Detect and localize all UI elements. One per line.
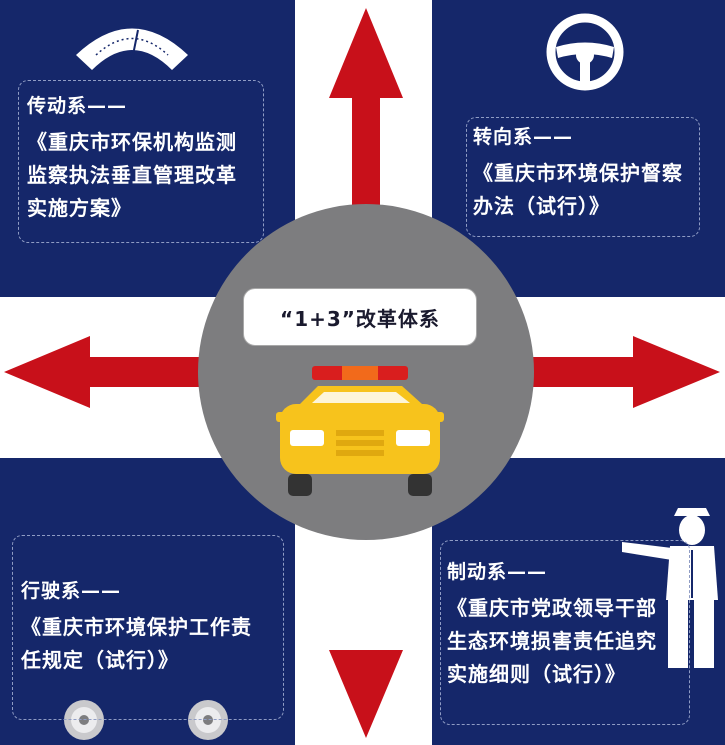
panel-line: 生态环境损害责任追究: [447, 629, 657, 653]
panel-line: 《重庆市党政领导干部: [447, 596, 657, 620]
panel-body: 《重庆市党政领导干部 生态环境损害责任追究 实施细则（试行）》: [447, 592, 689, 691]
panel-heading: 传动系——: [27, 95, 128, 117]
panel-body: 《重庆市环保机构监测 监察执法垂直管理改革 实施方案》: [27, 126, 263, 225]
panel-body: 《重庆市环境保护工作责 任规定（试行）》: [21, 611, 283, 677]
panel-line: 实施细则（试行）》: [447, 662, 626, 686]
panel-running: 行驶系—— 《重庆市环境保护工作责 任规定（试行）》: [12, 535, 284, 720]
panel-heading: 转向系——: [473, 126, 574, 148]
gauge-icon: [76, 28, 188, 70]
steering-wheel-icon: [546, 13, 624, 91]
panel-braking: 制动系—— 《重庆市党政领导干部 生态环境损害责任追究 实施细则（试行）》: [440, 540, 690, 725]
panel-line: 办法（试行）》: [473, 194, 610, 218]
arrow-up: [329, 8, 403, 300]
traffic-police-icon: [622, 508, 718, 668]
panel-line: 任规定（试行）》: [21, 648, 179, 672]
quadrant-bottom-left: [0, 458, 295, 745]
panel-heading: 制动系——: [447, 561, 548, 583]
panel-line: 《重庆市环境保护督察: [473, 161, 683, 185]
wheel-icon: [64, 700, 228, 740]
panel-line: 《重庆市环境保护工作责: [21, 615, 252, 639]
panel-heading: 行驶系——: [21, 580, 122, 602]
panel-line: 实施方案》: [27, 196, 132, 220]
police-car-icon: [276, 366, 444, 496]
center-title: “1+3”改革体系: [243, 288, 477, 346]
panel-line: 监察执法垂直管理改革: [27, 163, 237, 187]
panel-steering: 转向系—— 《重庆市环境保护督察 办法（试行）》: [466, 117, 700, 237]
panel-body: 《重庆市环境保护督察 办法（试行）》: [473, 157, 699, 223]
panel-line: 《重庆市环保机构监测: [27, 130, 237, 154]
arrow-right: [440, 336, 720, 408]
arrow-down: [329, 458, 403, 738]
arrow-left: [4, 336, 290, 408]
panel-transmission: 传动系—— 《重庆市环保机构监测 监察执法垂直管理改革 实施方案》: [18, 80, 264, 243]
